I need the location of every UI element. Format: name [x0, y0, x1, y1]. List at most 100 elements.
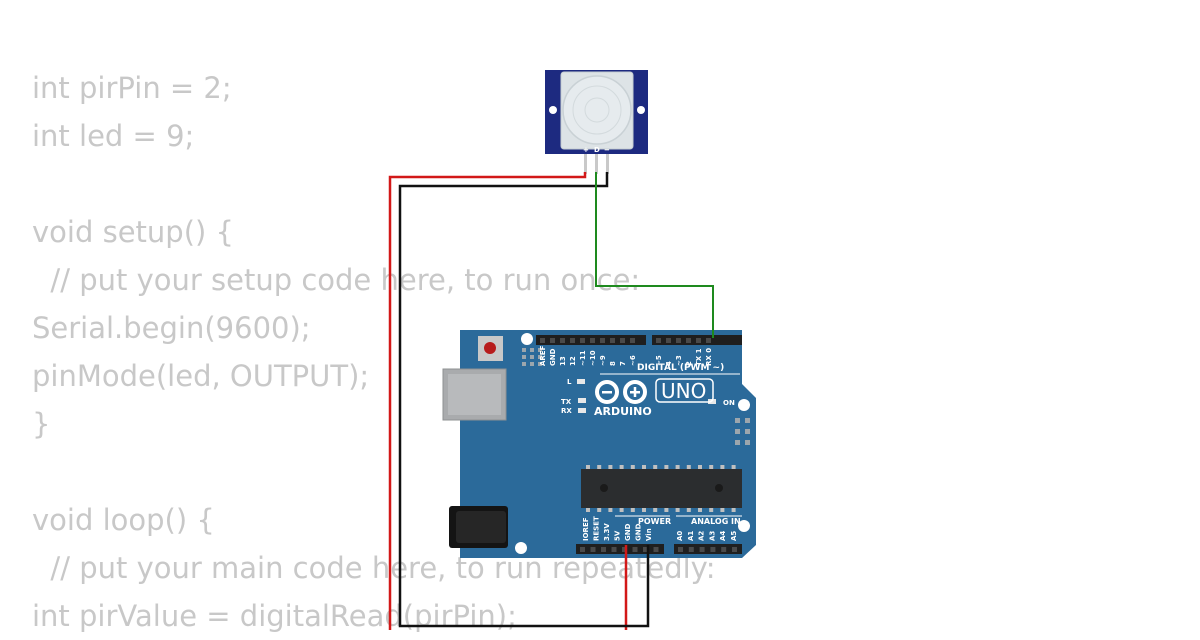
sensor-pin-data[interactable] — [595, 154, 598, 174]
power-pin-socket[interactable] — [590, 547, 596, 552]
wire-signal-pin2[interactable] — [595, 172, 714, 338]
code-line[interactable]: int led = 9; — [32, 119, 195, 153]
code-line[interactable]: int pirValue = digitalRead(pirPin); — [32, 599, 517, 633]
digital-pin-socket[interactable] — [676, 338, 681, 343]
icsp-header-right — [735, 418, 750, 445]
analog-pin-socket[interactable] — [678, 547, 683, 552]
digital-header-label: DIGITAL (PWM ~) — [637, 363, 724, 373]
digital-pin-sockets[interactable] — [540, 338, 711, 343]
led-l — [577, 379, 585, 384]
uno-label: UNO — [661, 379, 706, 403]
digital-pin-socket[interactable] — [656, 338, 661, 343]
wire-ground[interactable] — [398, 172, 650, 628]
analog-pin-socket[interactable] — [732, 547, 737, 552]
analog-pin-label: A4 — [719, 531, 727, 541]
code-editor[interactable]: int pirPin = 2; int led = 9; void setup() … — [32, 64, 716, 640]
analog-pin-label: A2 — [698, 531, 706, 541]
power-pin-label: 5V — [614, 530, 622, 541]
code-line[interactable]: Serial.begin(9600); — [32, 311, 311, 345]
code-line[interactable]: // put your setup code here, to run once… — [32, 263, 641, 297]
power-pin-label: 3.3V — [603, 523, 611, 541]
digital-pin-socket[interactable] — [580, 338, 585, 343]
led-on-label: ON — [723, 399, 735, 407]
digital-pin-socket[interactable] — [706, 338, 711, 343]
code-line[interactable]: pinMode(led, OUTPUT); — [32, 359, 370, 393]
digital-pin-label: ~10 — [589, 350, 597, 366]
power-analog-pin-sockets[interactable] — [580, 547, 737, 552]
digital-pin-label: RX 0 — [705, 348, 713, 366]
code-line[interactable]: void loop() { — [32, 503, 215, 537]
digital-pin-socket[interactable] — [560, 338, 565, 343]
power-header[interactable] — [576, 544, 664, 554]
digital-pin-socket[interactable] — [696, 338, 701, 343]
digital-pin-socket[interactable] — [570, 338, 575, 343]
chip-pins — [586, 465, 736, 512]
power-pin-label: GND — [624, 523, 632, 541]
digital-pin-socket[interactable] — [550, 338, 555, 343]
digital-pin-socket[interactable] — [620, 338, 625, 343]
mounting-hole — [738, 399, 750, 411]
digital-pin-label: ~11 — [579, 350, 587, 366]
pin-label-gnd: − — [604, 146, 610, 154]
analog-pin-label: A5 — [730, 531, 738, 541]
power-jack-inner — [456, 511, 506, 543]
icsp-header-top — [522, 348, 542, 366]
analog-pin-label: A3 — [708, 531, 716, 541]
code-line[interactable]: void setup() { — [32, 215, 234, 249]
power-pin-socket[interactable] — [611, 547, 617, 552]
digital-pin-socket[interactable] — [666, 338, 671, 343]
digital-pin-socket[interactable] — [686, 338, 691, 343]
mounting-hole — [521, 333, 533, 345]
digital-pin-label: 8 — [609, 361, 617, 366]
pin-label-data: D — [594, 146, 600, 154]
power-pin-socket[interactable] — [580, 547, 585, 552]
power-pin-socket[interactable] — [601, 547, 606, 552]
digital-pin-socket[interactable] — [610, 338, 615, 343]
uno-badge — [655, 378, 714, 403]
mounting-hole — [515, 542, 527, 554]
wire-power-5v[interactable] — [388, 172, 587, 630]
mounting-hole — [637, 106, 645, 114]
power-pin-socket[interactable] — [622, 547, 627, 552]
mounting-hole — [738, 520, 750, 532]
power-pin-socket[interactable] — [653, 547, 659, 552]
pir-sensor[interactable]: + D − — [545, 70, 648, 174]
pir-sensor-lens-core — [584, 97, 610, 123]
power-pin-label: IOREF — [582, 517, 590, 541]
chip-notch — [600, 484, 608, 492]
digital-pin-label: 12 — [569, 356, 577, 366]
power-pin-socket[interactable] — [643, 547, 648, 552]
digital-pin-socket[interactable] — [600, 338, 605, 343]
reset-button-cap[interactable] — [484, 342, 496, 354]
digital-pin-socket[interactable] — [590, 338, 595, 343]
code-line[interactable]: int pirPin = 2; — [32, 71, 232, 105]
logo-plus-icon — [633, 387, 637, 397]
digital-pin-label: ~6 — [629, 355, 637, 366]
digital-pin-socket[interactable] — [540, 338, 545, 343]
logo-minus-icon — [602, 391, 612, 394]
power-pin-label: GND — [635, 523, 643, 541]
pin-label-vcc: + — [583, 146, 589, 154]
code-line[interactable]: } — [32, 407, 51, 441]
analog-pin-socket[interactable] — [688, 547, 694, 552]
power-pin-label: Vin — [645, 528, 653, 541]
sensor-pin-gnd[interactable] — [606, 154, 609, 174]
analog-pin-socket[interactable] — [699, 547, 705, 552]
power-pin-label: RESET — [593, 516, 601, 541]
power-pin-socket[interactable] — [632, 547, 638, 552]
analog-header[interactable] — [674, 544, 742, 554]
digital-pin-label: TX 1 — [695, 348, 703, 366]
arduino-brand-label: ARDUINO — [594, 405, 652, 418]
digital-pin-label: ~5 — [655, 355, 663, 366]
chip-pin1-mark — [715, 484, 723, 492]
digital-pin-label: 4 — [665, 361, 673, 366]
sensor-pin-vcc[interactable] — [584, 154, 587, 174]
analog-header-label: ANALOG IN — [691, 517, 741, 526]
analog-pin-socket[interactable] — [710, 547, 716, 552]
analog-pin-socket[interactable] — [721, 547, 727, 552]
digital-pin-socket[interactable] — [630, 338, 635, 343]
